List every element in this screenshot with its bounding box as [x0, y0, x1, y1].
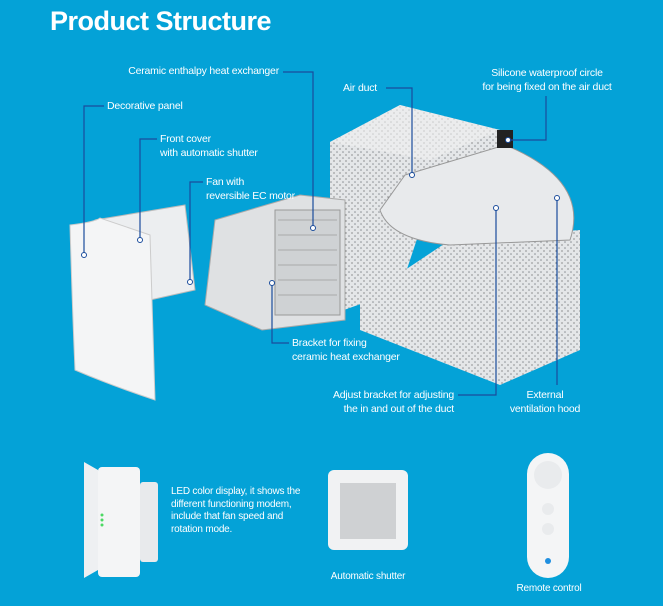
text-line: rotation mode.: [171, 523, 233, 535]
label-air-duct: Air duct: [343, 82, 377, 94]
label-ventilation-hood: External ventilation hood: [500, 388, 590, 416]
label-line: for being fixed on the air duct: [482, 81, 612, 93]
led-description: LED color display, it shows the differen…: [171, 486, 300, 536]
label-line: ceramic heat exchanger: [292, 351, 400, 363]
label-adjust-bracket: Adjust bracket for adjusting the in and …: [333, 388, 454, 416]
remote-caption: Remote control: [516, 583, 582, 594]
label-decorative-panel: Decorative panel: [107, 100, 183, 112]
label-line: with automatic shutter: [160, 147, 258, 159]
label-heat-exchanger: Ceramic enthalpy heat exchanger: [128, 65, 279, 77]
label-line: External: [526, 389, 564, 401]
text-line: different functioning modem,: [171, 498, 292, 510]
silicone-ring: [497, 130, 513, 148]
label-line: the in and out of the duct: [343, 403, 455, 415]
leader-lines: [83, 71, 558, 396]
remote-control-image: [527, 453, 569, 578]
label-fan: Fan with reversible EC motor: [206, 175, 295, 203]
label-line: Silicone waterproof circle: [491, 67, 603, 79]
text-line: include that fan speed and: [171, 511, 284, 522]
side-view-unit: [84, 462, 158, 578]
shutter-caption: Automatic shutter: [330, 571, 406, 582]
label-line: Fan with: [206, 176, 245, 188]
label-front-cover: Front cover with automatic shutter: [160, 132, 258, 160]
leader-dots: [81, 137, 560, 286]
label-bracket: Bracket for fixing ceramic heat exchange…: [292, 336, 400, 364]
label-line: ventilation hood: [509, 403, 581, 415]
label-line: Front cover: [160, 133, 211, 145]
ventilation-hood: [379, 144, 575, 246]
page-title: Product Structure: [50, 6, 272, 36]
label-line: Adjust bracket for adjusting: [332, 389, 454, 401]
text-line: LED color display, it shows the: [171, 486, 301, 497]
label-silicone-circle: Silicone waterproof circle for being fix…: [474, 66, 620, 94]
automatic-shutter-image: [328, 470, 408, 550]
label-line: reversible EC motor: [206, 190, 295, 202]
decorative-panel: [69, 217, 156, 401]
label-line: Bracket for fixing: [292, 337, 367, 349]
